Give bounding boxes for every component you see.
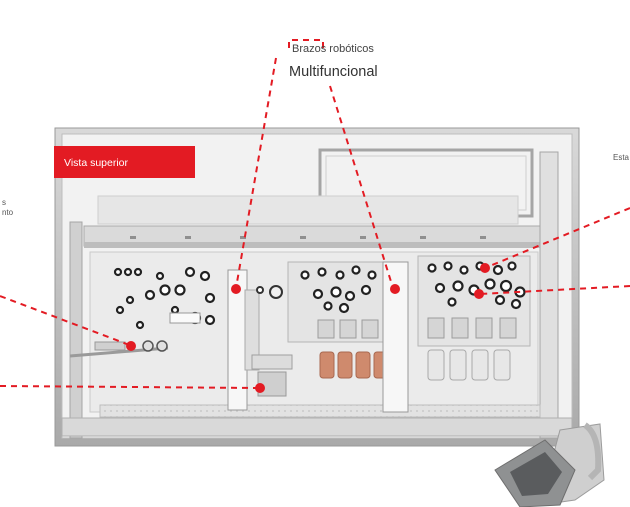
callout-arm-center	[329, 85, 394, 289]
callout-arm-left	[235, 57, 277, 289]
robotic-arm-center	[382, 261, 409, 413]
left-label-line-2: nto	[2, 208, 14, 217]
marker-left-pipe	[126, 341, 136, 351]
callout-right-upper	[484, 207, 630, 269]
marker-right-upper	[480, 263, 490, 273]
top-view-tag: Vista superior	[54, 146, 195, 178]
right-column	[539, 151, 559, 439]
callout-left-upper	[0, 295, 133, 347]
marker-left-arm	[231, 284, 241, 294]
marker-left-lower	[255, 383, 265, 393]
multifunctional-label: Multifuncional	[289, 64, 378, 80]
marker-right-lower	[474, 289, 484, 299]
callout-line-top	[288, 39, 324, 48]
upper-shelf	[97, 195, 519, 225]
reagent-row-right	[427, 349, 511, 381]
reagent-row-center	[319, 351, 389, 379]
right-label: Esta	[613, 153, 630, 162]
marker-center-arm	[390, 284, 400, 294]
callout-right-lower	[479, 285, 630, 295]
mesh-strip	[99, 404, 541, 418]
left-label-line-1: s	[2, 198, 6, 207]
robotic-arms-label: Brazos robóticos	[292, 43, 374, 55]
